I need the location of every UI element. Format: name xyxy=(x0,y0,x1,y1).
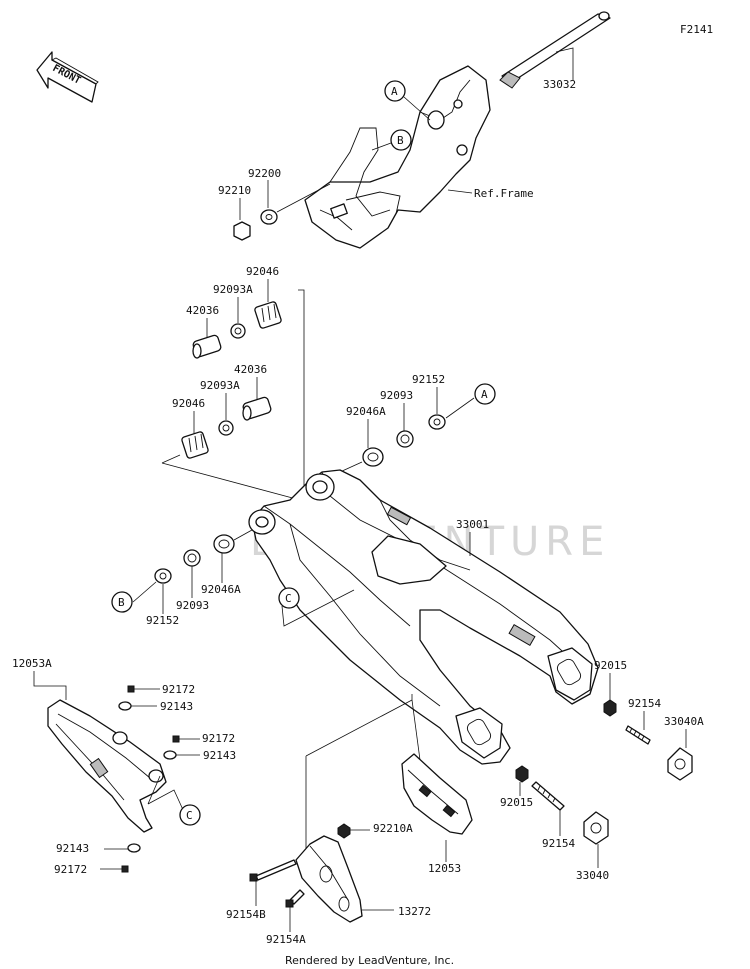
front-arrow-icon: FRONT xyxy=(36,51,99,103)
collar-92143-a xyxy=(118,701,132,711)
label-92046A-bot: 92046A xyxy=(201,583,241,596)
callout-b-bot: B xyxy=(111,591,133,613)
label-92172-b: 92172 xyxy=(202,732,235,745)
footer-credit: Rendered by LeadVenture, Inc. xyxy=(285,954,454,967)
callout-a-top: A xyxy=(384,80,406,102)
label-92172-c: 92172 xyxy=(54,863,87,876)
washer-92152-bot xyxy=(154,568,172,584)
label-42036-top: 42036 xyxy=(186,304,219,317)
bearing-92046-top xyxy=(254,301,282,329)
label-92046-top: 92046 xyxy=(246,265,279,278)
chain-guide-12053 xyxy=(401,753,473,835)
label-92143-a: 92143 xyxy=(160,700,193,713)
nut-92015-r xyxy=(603,699,617,717)
bolt-92154A xyxy=(285,889,305,908)
label-92015-b: 92015 xyxy=(500,796,533,809)
collar-92143-b xyxy=(163,750,177,760)
label-92093A-top: 92093A xyxy=(213,283,253,296)
label-92154B: 92154B xyxy=(226,908,266,921)
bolt-92154-b xyxy=(531,781,565,811)
washer-92152-top xyxy=(428,414,446,430)
seal-92093-bot xyxy=(183,549,201,567)
collar-42036-mid xyxy=(242,396,272,421)
label-33040A: 33040A xyxy=(664,715,704,728)
swingarm-33001 xyxy=(248,469,599,765)
collar-92143-c xyxy=(127,843,141,853)
chain-slider-12053A xyxy=(47,699,167,833)
label-ref-frame: Ref.Frame xyxy=(474,187,534,200)
bearing-92046A-top xyxy=(362,447,384,467)
collar-42036-top xyxy=(192,334,222,359)
svg-text:A: A xyxy=(481,388,488,401)
label-92143-b: 92143 xyxy=(203,749,236,762)
label-92046-mid: 92046 xyxy=(172,397,205,410)
callout-c-bot: C xyxy=(179,804,201,826)
washer-92200 xyxy=(260,209,278,225)
label-92154-r: 92154 xyxy=(628,697,661,710)
label-92210: 92210 xyxy=(218,184,251,197)
svg-text:B: B xyxy=(397,134,404,147)
label-92093A-mid: 92093A xyxy=(200,379,240,392)
label-33032: 33032 xyxy=(543,78,576,91)
label-92143-c: 92143 xyxy=(56,842,89,855)
nut-92015-b xyxy=(515,765,529,783)
adjuster-33040 xyxy=(583,811,609,845)
label-92046A-top: 92046A xyxy=(346,405,386,418)
nut-92210A xyxy=(337,823,351,839)
label-33040: 33040 xyxy=(576,869,609,882)
label-92154A: 92154A xyxy=(266,933,306,946)
label-92154-b: 92154 xyxy=(542,837,575,850)
frame-reference xyxy=(304,65,491,249)
label-92152-top: 92152 xyxy=(412,373,445,386)
diagram-id: F2141 xyxy=(680,23,713,36)
leader-ref-frame xyxy=(447,189,473,194)
label-92093-top: 92093 xyxy=(380,389,413,402)
adjuster-33040A xyxy=(667,747,693,781)
bearing-92046A-bot xyxy=(213,534,235,554)
svg-text:C: C xyxy=(186,809,193,822)
screw-92172-c xyxy=(121,865,129,873)
seal-92093A-mid xyxy=(218,420,234,436)
label-92172-a: 92172 xyxy=(162,683,195,696)
chain-guide-13272 xyxy=(295,835,363,923)
svg-text:A: A xyxy=(391,85,398,98)
callout-b-top: B xyxy=(390,129,412,151)
label-42036-mid: 42036 xyxy=(234,363,267,376)
svg-text:B: B xyxy=(118,596,125,609)
bolt-92154B xyxy=(249,859,297,882)
bearing-92046-mid xyxy=(181,431,209,459)
axle-shaft xyxy=(499,11,611,89)
label-33001: 33001 xyxy=(456,518,489,531)
callout-a-mid: A xyxy=(474,383,496,405)
screw-92172-b xyxy=(172,735,180,743)
nut-92210 xyxy=(233,221,251,241)
screw-92172-a xyxy=(127,685,135,693)
seal-92093A-top xyxy=(230,323,246,339)
label-12053A: 12053A xyxy=(12,657,52,670)
label-92152-bot: 92152 xyxy=(146,614,179,627)
label-92200: 92200 xyxy=(248,167,281,180)
svg-text:C: C xyxy=(285,592,292,605)
seal-92093-top xyxy=(396,430,414,448)
label-13272: 13272 xyxy=(398,905,431,918)
label-12053: 12053 xyxy=(428,862,461,875)
bolt-92154-r xyxy=(625,725,651,745)
leader-33032 xyxy=(555,47,574,80)
label-92210A: 92210A xyxy=(373,822,413,835)
label-92093-bot: 92093 xyxy=(176,599,209,612)
label-92015-r: 92015 xyxy=(594,659,627,672)
callout-c-mid: C xyxy=(278,587,300,609)
